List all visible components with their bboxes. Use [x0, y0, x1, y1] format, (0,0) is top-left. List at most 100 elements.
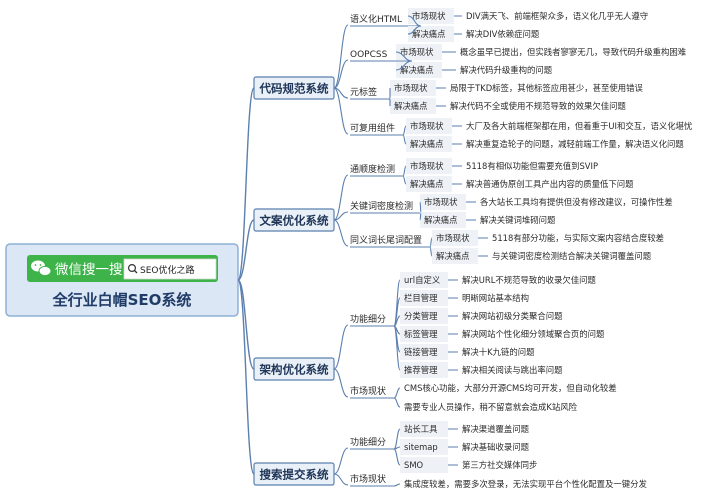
sub-connector [333, 219, 349, 247]
leaf-value: 解决网站初级分类聚合问题 [462, 311, 563, 321]
leaf-value: 解决渠道覆盖问题 [462, 424, 530, 434]
leaf-row: 市场现状 各大站长工具均有提供但没有修改建议，可操作性差 [420, 194, 673, 210]
leaf-value: 解决基础收录问题 [462, 442, 530, 452]
leaf-key: 市场现状 [410, 161, 444, 171]
leaf-row: 站长工具 解决渠道覆盖问题 [400, 421, 530, 437]
leaf-connector [393, 325, 401, 371]
leaf-row: 市场现状 大厂及各大前端框架都在用，但着重于UI和交互，语义化堪忧 [406, 118, 692, 134]
search-icon [128, 264, 138, 274]
leaf-connector [407, 25, 422, 35]
leaf-key-box [390, 98, 436, 114]
leaf-key-box [432, 230, 478, 246]
leaf-row: 解决痛点 解决代码不全或使用不规范导致的效果欠佳问题 [390, 98, 626, 114]
leaf-row: 栏目管理明晰网站基本结构 [400, 290, 529, 306]
leaf-key-box [406, 136, 452, 152]
leaf-key-box [406, 118, 452, 134]
leaf-key-box [432, 248, 478, 264]
leaf-key: 解决痛点 [410, 179, 444, 189]
leaf-key-box [406, 158, 452, 174]
leaf-connector [429, 246, 433, 257]
leaf-value: 与关键词密度检测结合解决关键词覆盖问题 [492, 251, 652, 261]
leaf-key-box [400, 457, 448, 473]
branch-label: 文案优化系统 [260, 214, 329, 228]
leaf-key-box [400, 326, 448, 342]
leaf-value: 5118有部分功能，与实际文案内容结合度较差 [492, 233, 664, 243]
leaf-key: 站长工具 [404, 424, 438, 434]
leaf-connector [393, 397, 401, 408]
leaf-row: url自定义解决URL不规范导致的收录欠佳问题 [400, 272, 596, 288]
leaf-connector [393, 428, 401, 450]
branch-label: 架构优化系统 [259, 363, 329, 377]
leaf-row: 市场现状 5118有相似功能但需要充值到SVIP [406, 158, 598, 174]
leaf-value: 概念虽早已提出，但实践者寥寥无几，导致代码升级重构困难 [460, 47, 686, 57]
leaf-key: 栏目管理 [404, 293, 438, 303]
leaf-key: 标签管理 [404, 329, 438, 339]
leaf-value: 5118有相似功能但需要充值到SVIP [466, 161, 598, 171]
leaf-key-box [400, 362, 448, 378]
leaf-value: 解决重复造轮子的问题，减轻前端工作量，解决语义化问题 [466, 139, 684, 149]
leaf-key-box [400, 344, 448, 360]
leaf-value: 大厂及各大前端框架都在用，但着重于UI和交互，语义化堪忧 [466, 121, 692, 131]
leaf-key-box [408, 8, 454, 24]
leaf-key: 解决痛点 [400, 65, 434, 75]
wechat-icon [31, 260, 52, 277]
leaf-row: 需要专业人员操作，稍不留意就会造成K站风险 [404, 402, 578, 412]
leaf-key-box [396, 62, 442, 78]
leaf-value: 解决普通伪原创工具产出内容的质量低下问题 [466, 179, 634, 189]
leaf-key: 分类管理 [404, 311, 438, 321]
branch-label: 搜索提交系统 [260, 468, 329, 482]
sub-connector [333, 368, 349, 398]
leaf-value: 解决关键词堆砌问题 [480, 215, 556, 225]
leaf-row: 推荐管理 解决相关阅读与跳出率问题 [400, 362, 563, 378]
leaf-key: 解决痛点 [424, 215, 458, 225]
leaf-key-box [400, 272, 448, 288]
leaf-value: 解决相关阅读与跳出率问题 [462, 365, 563, 375]
sub-label: 元标签 [350, 86, 377, 98]
leaf-key: 解决痛点 [394, 101, 428, 111]
sub-label: 可复用组件 [350, 122, 395, 134]
leaf-row: 标签管理 解决网站个性化细分领域聚合页的问题 [400, 326, 605, 342]
branch-connector [237, 279, 255, 370]
branch-connector [237, 279, 255, 475]
branch-connector [237, 219, 255, 281]
leaf-key-box [396, 44, 442, 60]
leaf-value: 解决代码升级重构的问题 [460, 65, 553, 75]
leaf-value: 解决网站个性化细分领域聚合页的问题 [462, 329, 605, 339]
sub-connector [333, 447, 349, 475]
leaf-connector [393, 483, 401, 487]
leaf-key-box [390, 80, 436, 96]
sub-label: OOPCSS [350, 50, 388, 60]
leaf-connector [402, 134, 407, 145]
root-node[interactable] [5, 243, 239, 317]
leaf-key-box [400, 308, 448, 324]
search-text: SEO优化之路 [140, 264, 194, 276]
leaf-key: 市场现状 [424, 197, 458, 207]
leaf-row: CMS核心功能，大部分开源CMS均可开发，但自动化较差 [404, 383, 617, 393]
leaf-row: 分类管理 解决网站初级分类聚合问题 [400, 308, 563, 324]
leaf-row: 市场现状局限于TKD标签，其他标签应用甚少，甚至使用错误 [390, 80, 644, 96]
leaf-row: 解决痛点解决重复造轮子的问题，减轻前端工作量，解决语义化问题 [406, 136, 684, 152]
sub-connector [333, 87, 349, 135]
leaf-row: 解决痛点 解决普通伪原创工具产出内容的质量低下问题 [406, 176, 634, 192]
leaf-key: sitemap [404, 442, 438, 452]
leaf-key: 市场现状 [410, 121, 444, 131]
leaf-connector [393, 279, 401, 327]
sub-label: 语义化HTML [350, 13, 402, 25]
leaf-key-box [400, 290, 448, 306]
sub-label: 市场现状 [350, 385, 386, 397]
leaf-key: 市场现状 [394, 83, 428, 93]
leaf-connector [402, 175, 407, 185]
leaf-key: 解决痛点 [436, 251, 470, 261]
leaf-row: 链接管理解决十K九链的问题 [400, 344, 535, 360]
leaf-key-box [406, 176, 452, 192]
leaf-value: 各大站长工具均有提供但没有修改建议，可操作性差 [480, 197, 673, 207]
leaf-key: 推荐管理 [404, 365, 438, 375]
search-box[interactable] [123, 258, 217, 280]
leaf-connector [429, 237, 433, 248]
branch-connector [237, 87, 255, 281]
leaf-value: 解决代码不全或使用不规范导致的效果欠佳问题 [450, 101, 626, 111]
leaf-key: 市场现状 [412, 11, 446, 21]
